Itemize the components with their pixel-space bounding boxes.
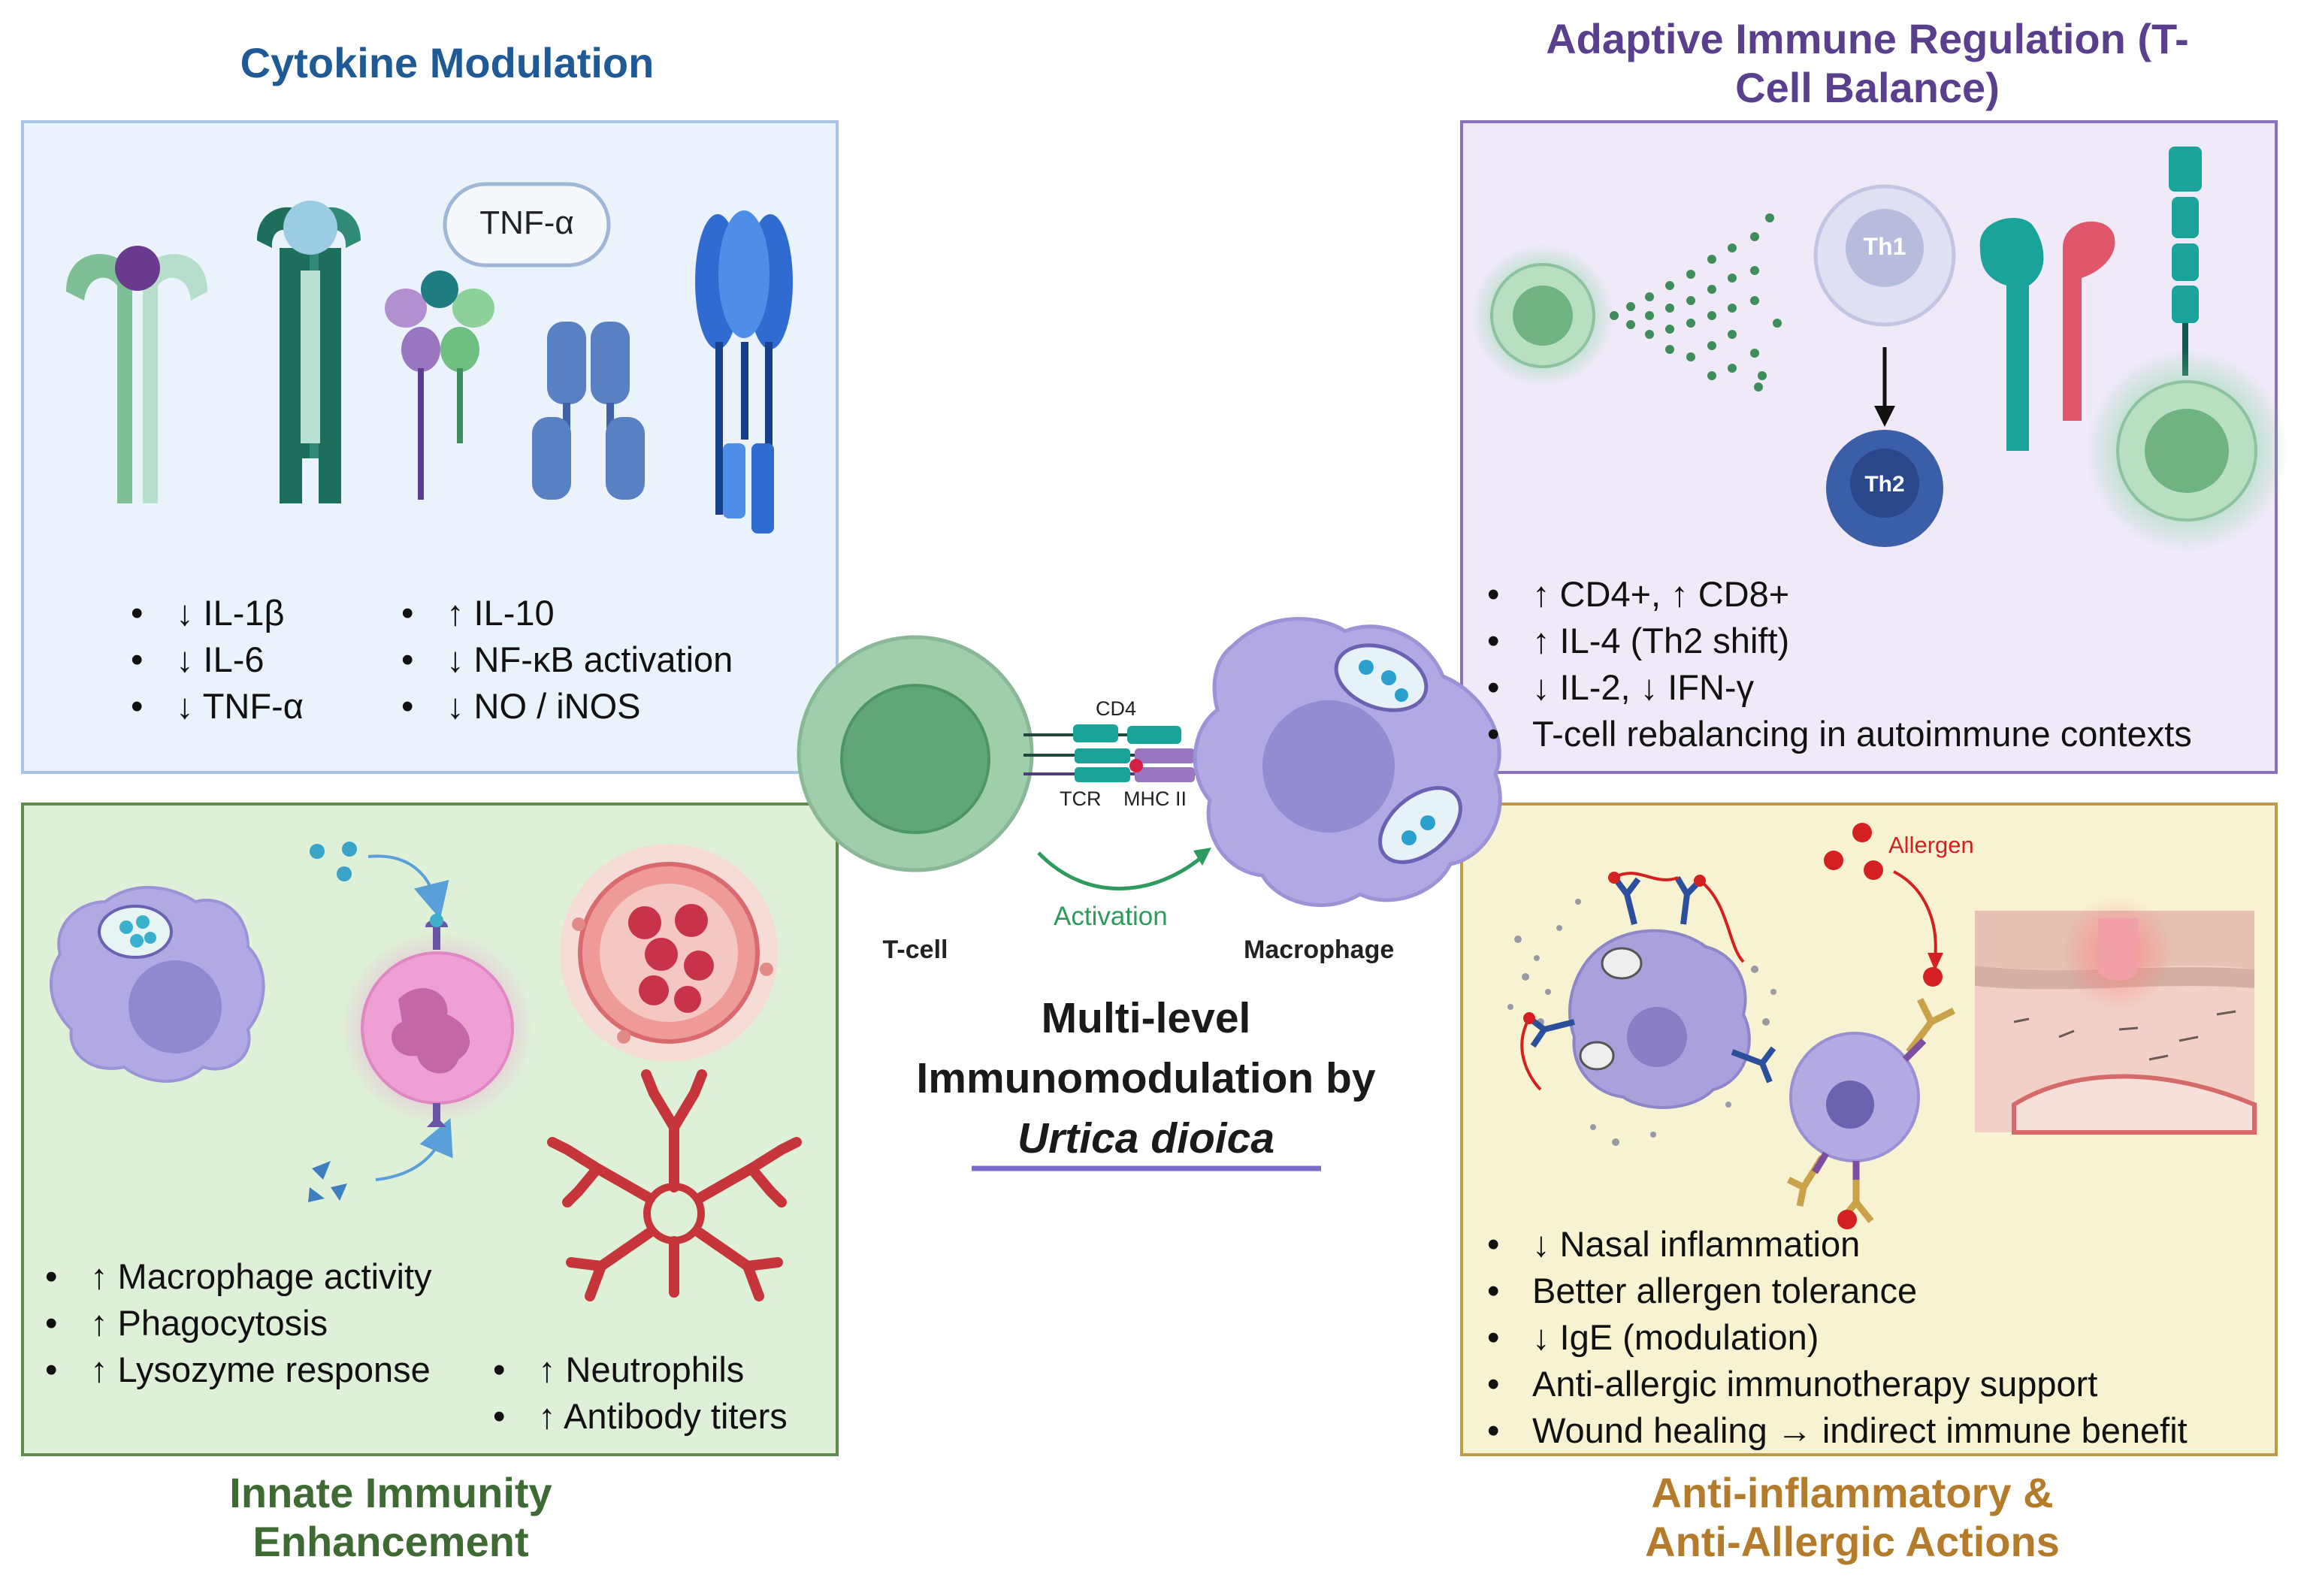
innate-list-2: ↑ Neutrophils ↑ Antibody titers (490, 1347, 788, 1440)
list-item: ↓ IL-2, ↓ IFN-γ (1484, 664, 2192, 711)
lysosome-icon (560, 844, 778, 1062)
list-item: ↓ IL-1β (128, 590, 304, 636)
release-arrow (375, 1117, 453, 1181)
list-item: ↑ Antibody titers (490, 1393, 788, 1440)
allergen-arrow (1893, 870, 1937, 959)
center-title-line1: Multi-level (1041, 994, 1251, 1042)
tcr-mhc-synapse-icon (1023, 724, 1210, 782)
cd4-label: CD4 (1096, 697, 1137, 720)
list-item: ↑ Lysozyme response (42, 1347, 432, 1393)
particles-icon (310, 842, 357, 881)
center-title-species: Urtica dioica (1017, 1114, 1275, 1162)
macrophage-label: Macrophage (1244, 936, 1395, 964)
cytokine-receptor-complex-icon (695, 210, 793, 534)
uptake-arrow (367, 854, 449, 920)
antibody-receptor-icon (532, 322, 645, 500)
adaptive-title: Adaptive Immune Regulation (T-Cell Balan… (1546, 15, 2189, 111)
innate-list-1: ↑ Macrophage activity ↑ Phagocytosis ↑ L… (42, 1253, 432, 1393)
cytokine-list-1: ↓ IL-1β ↓ IL-6 ↓ TNF-α (128, 590, 304, 730)
list-item: ↑ Neutrophils (490, 1347, 788, 1393)
il6-receptor-icon (257, 201, 361, 503)
th2-label: Th2 (1864, 472, 1905, 497)
basophil-icon (1786, 967, 1956, 1229)
allergen-label: Allergen (1888, 832, 1974, 858)
anti-list: ↓ Nasal inflammation Better allergen tol… (1484, 1221, 2188, 1454)
list-item: ↓ Nasal inflammation (1484, 1221, 2188, 1268)
list-item: ↓ TNF-α (128, 683, 304, 730)
activation-label: Activation (1054, 902, 1168, 931)
allergen-particles-icon (1824, 823, 1883, 880)
list-item: Better allergen tolerance (1484, 1268, 2188, 1314)
cytokine-list-2: ↑ IL-10 ↓ NF-κB activation ↓ NO / iNOS (398, 590, 733, 730)
tnf-label: TNF-α (479, 204, 574, 241)
center-title: Multi-level Immunomodulation by Urtica d… (849, 988, 1443, 1168)
list-item: T-cell rebalancing in autoimmune context… (1484, 711, 2192, 757)
cytokine-title: Cytokine Modulation (240, 39, 655, 86)
tcr-receptor-pair-icon (1979, 218, 2115, 451)
list-item: ↓ IL-6 (128, 636, 304, 683)
list-item: ↑ IL-10 (398, 590, 733, 636)
list-item: ↑ Phagocytosis (42, 1300, 432, 1347)
list-item: Wound healing → indirect immune benefit (1484, 1407, 2188, 1454)
tcell-label: T-cell (882, 936, 948, 964)
adaptive-list: ↑ CD4+, ↑ CD8+ ↑ IL-4 (Th2 shift) ↓ IL-2… (1484, 571, 2192, 757)
activation-arrow (1037, 851, 1204, 891)
mhc-label: MHC II (1123, 787, 1187, 810)
innate-title: Innate Immunity Enhancement (229, 1469, 552, 1565)
il1-receptor-icon (66, 246, 207, 503)
list-item: ↑ CD4+, ↑ CD8+ (1484, 571, 2192, 618)
th1-label: Th1 (1863, 233, 1906, 260)
tnf-receptor-icon (385, 271, 494, 500)
list-item: Anti-allergic immunotherapy support (1484, 1361, 2188, 1407)
membrane-receptor-chain-icon (2169, 147, 2202, 376)
list-item: ↓ IgE (modulation) (1484, 1314, 2188, 1361)
center-title-line2: Immunomodulation by (916, 1054, 1376, 1102)
anti-title: Anti-inflammatory & Anti-Allergic Action… (1645, 1469, 2060, 1565)
tcr-label: TCR (1060, 787, 1102, 810)
cytokine-particles-icon (1610, 213, 1782, 391)
list-item: ↓ NO / iNOS (398, 683, 733, 730)
list-item: ↓ NF-κB activation (398, 636, 733, 683)
list-item: ↑ IL-4 (Th2 shift) (1484, 618, 2192, 664)
nasal-tissue-icon (1975, 896, 2257, 1135)
fragments-icon (308, 1161, 347, 1202)
antibody-cluster-icon (547, 1069, 802, 1301)
list-item: ↑ Macrophage activity (42, 1253, 432, 1300)
mast-cell-icon (1507, 872, 1776, 1146)
tnf-label-box (443, 182, 611, 268)
